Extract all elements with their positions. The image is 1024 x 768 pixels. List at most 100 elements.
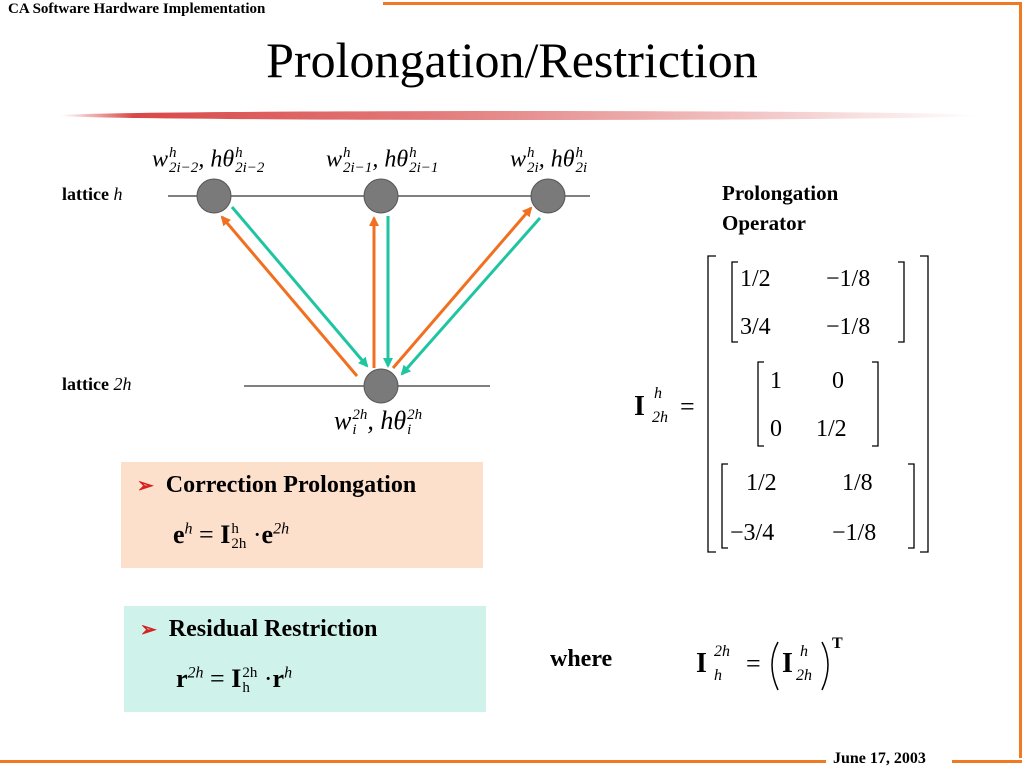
- restriction-definition: I 2h h = I h 2h T: [696, 635, 843, 691]
- block1-r1c1: 1/2: [740, 266, 771, 292]
- block1-bracket-left: [731, 261, 738, 343]
- formula-dot: ·: [252, 520, 262, 549]
- block2-bracket-left: [757, 361, 764, 447]
- outer-bracket-left: [707, 255, 716, 553]
- frame-bottom-border-right: [952, 760, 1022, 763]
- h-theta: , hθ: [198, 146, 235, 173]
- block2-bracket-right: [872, 361, 879, 447]
- formula-operator: I: [231, 664, 242, 693]
- operator-sup: h: [231, 521, 239, 538]
- title-underline-bar: [60, 111, 980, 120]
- arrow-bullet-icon: ➢: [137, 475, 154, 497]
- block2-r2c1: 0: [770, 416, 782, 442]
- matrix-lhs-sub: 2h: [652, 409, 668, 426]
- outer-bracket-right: [920, 255, 929, 553]
- formula-lhs-sup: h: [184, 520, 193, 538]
- block3-r1c1: 1/2: [746, 470, 777, 496]
- block2-r1c1: 1: [770, 368, 782, 394]
- where-lhs-sup: 2h: [714, 643, 730, 660]
- formula-operator: I: [220, 520, 231, 549]
- h-theta: , hθ: [538, 146, 575, 173]
- theta-sup: 2h: [407, 407, 423, 424]
- w-sub: 2i−2: [169, 160, 199, 176]
- h-theta: , hθ: [367, 406, 407, 435]
- formula-rhs: r: [272, 664, 285, 693]
- formula-lhs-sup: 2h: [187, 664, 204, 682]
- block1-r1c2: −1/8: [826, 266, 870, 292]
- lattice-h-text: lattice: [62, 184, 109, 204]
- operator-sub: 2h: [231, 536, 247, 553]
- where-inner-sup: h: [800, 643, 808, 660]
- block1-r2c2: −1/8: [826, 314, 870, 340]
- block2-r2c2: 1/2: [816, 416, 847, 442]
- theta-sub: 2i−2: [235, 160, 265, 176]
- matrix-lhs-sup: h: [654, 385, 662, 402]
- formula-lhs: e: [173, 520, 185, 549]
- slide-header: CA Software Hardware Implementation: [8, 1, 266, 17]
- matrix-equals: =: [680, 392, 695, 421]
- h-theta: , hθ: [372, 146, 409, 173]
- formula-equals: =: [210, 664, 225, 693]
- block3-r2c1: −3/4: [730, 520, 774, 546]
- frame-bottom-border: [0, 760, 826, 763]
- w-sub: 2i−1: [343, 160, 373, 176]
- paren-left: [771, 641, 779, 691]
- arrow-bullet-icon: ➢: [140, 619, 157, 641]
- prolongation-matrix: I h 2h = 1/2 −1/8 3/4 −1/8 1 0 0 1/2 1/2…: [634, 255, 929, 553]
- w-sup: h: [343, 145, 351, 161]
- lattice-2h-var: 2h: [113, 374, 132, 394]
- formula-lhs: r: [176, 664, 188, 693]
- prolong-arrow-left: [220, 215, 359, 377]
- correction-heading-text: Correction Prolongation: [165, 472, 417, 498]
- formula-rhs-sup: h: [284, 664, 293, 682]
- residual-heading-text: Residual Restriction: [168, 616, 378, 642]
- prolong-arrow-right: [391, 206, 533, 369]
- theta-sup: h: [235, 145, 243, 161]
- w-symbol: w: [334, 406, 352, 435]
- slide-title: Prolongation/Restriction: [266, 32, 758, 88]
- fine-node-3: [530, 178, 566, 214]
- transpose-symbol: T: [832, 635, 843, 652]
- lattice-2h-text: lattice: [62, 374, 109, 394]
- where-inner: I: [782, 648, 793, 679]
- operator-sub: h: [242, 680, 250, 697]
- theta-sup: h: [575, 145, 583, 161]
- block3-r1c2: 1/8: [842, 470, 873, 496]
- formula-equals: =: [199, 520, 214, 549]
- restrict-arrow-right: [400, 217, 542, 376]
- operator-title: Prolongation Operator: [722, 178, 838, 238]
- block3-bracket-left: [721, 463, 728, 549]
- operator-title-line1: Prolongation: [722, 181, 839, 205]
- w-symbol: w: [326, 146, 343, 173]
- formula-rhs: e: [261, 520, 274, 549]
- block1-r2c1: 3/4: [740, 314, 771, 340]
- theta-sub: 2i: [575, 160, 588, 176]
- restrict-arrow-left: [230, 206, 369, 368]
- where-lhs-sub: h: [714, 667, 722, 684]
- formula-dot: ·: [263, 664, 273, 693]
- w-sub: 2i: [527, 160, 539, 176]
- theta-sub: 2i−1: [409, 160, 439, 176]
- matrix-lhs-symbol: I: [634, 391, 645, 422]
- frame-top-border: [383, 2, 1021, 5]
- theta-sup: h: [409, 145, 417, 161]
- fine-node-2: [363, 178, 399, 214]
- w-sup: h: [169, 145, 177, 161]
- w-sub: i: [352, 422, 357, 439]
- where-label: where: [550, 646, 613, 672]
- block1-bracket-right: [898, 261, 905, 343]
- w-symbol: w: [152, 146, 169, 173]
- coarse-node: [363, 368, 399, 404]
- operator-title-line2: Operator: [722, 211, 806, 235]
- lattice-2h-label: lattice 2h: [62, 374, 131, 395]
- where-inner-sub: 2h: [796, 667, 812, 684]
- lattice-h-var: h: [113, 184, 123, 204]
